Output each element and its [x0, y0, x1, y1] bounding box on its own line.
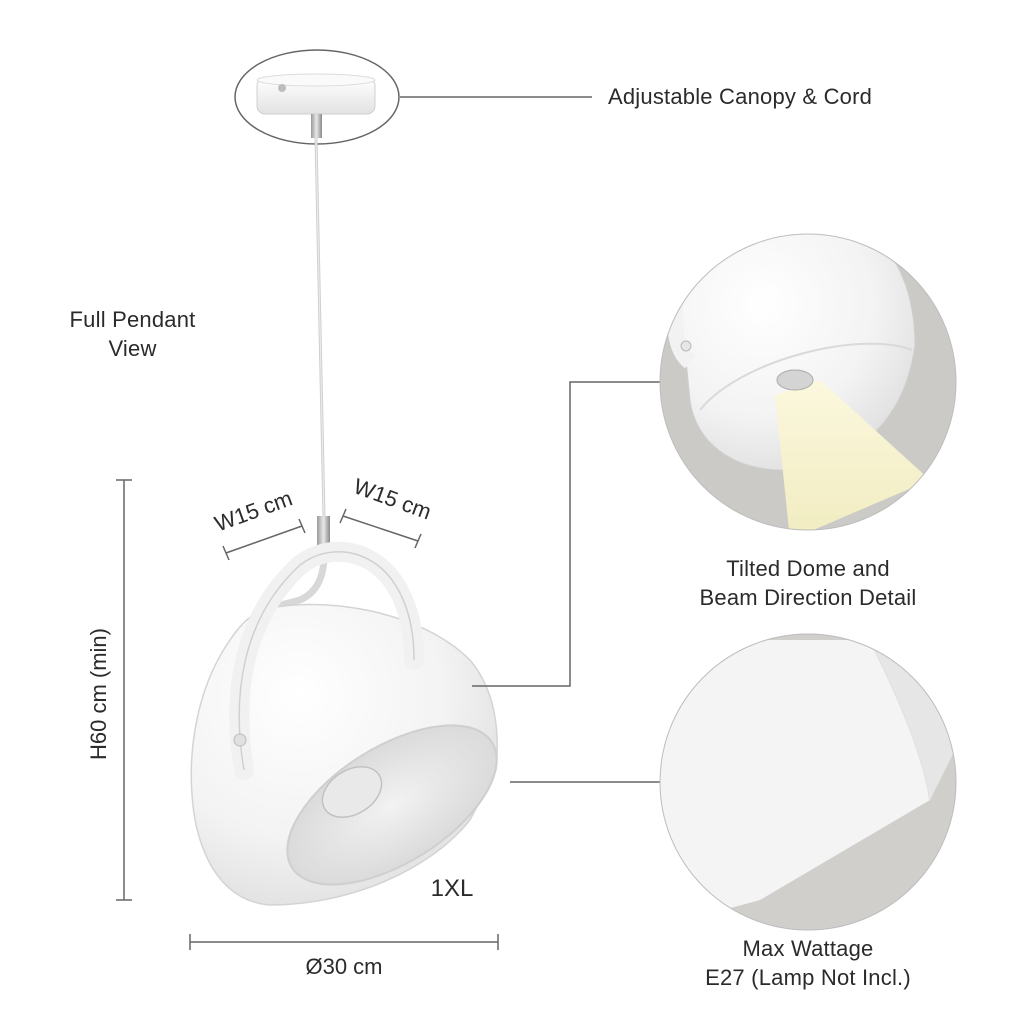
dome-detail-label-line2: Beam Direction Detail	[699, 585, 917, 610]
canopy-image	[256, 73, 376, 138]
width-right-dimension-line	[342, 515, 419, 542]
dome-detail-label-line1: Tilted Dome and	[726, 556, 890, 581]
height-label: H60 cm (min)	[86, 628, 111, 760]
full-view-label-line2: View	[108, 336, 157, 361]
diameter-label: Ø30 cm	[305, 954, 382, 979]
canopy-callout	[234, 49, 592, 145]
model-label: 1XL	[431, 875, 474, 902]
full-view-label-line1: Full Pendant	[69, 307, 196, 332]
width-left-dimension-line	[225, 525, 303, 554]
pendant-lamp	[190, 541, 498, 906]
wattage-label-line1: Max Wattage	[742, 936, 874, 961]
wattage-label-line2: E27 (Lamp Not Incl.)	[705, 965, 911, 990]
width-right-label: W15 cm	[350, 473, 434, 524]
texture-detail-circle	[659, 633, 957, 931]
cord-grip	[317, 516, 330, 550]
dome-leader-line	[472, 381, 660, 687]
dome-detail-circle	[659, 233, 957, 531]
dimension-lines	[116, 381, 660, 950]
canopy-callout-label: Adjustable Canopy & Cord	[608, 84, 873, 109]
width-left-label: W15 cm	[211, 485, 295, 536]
